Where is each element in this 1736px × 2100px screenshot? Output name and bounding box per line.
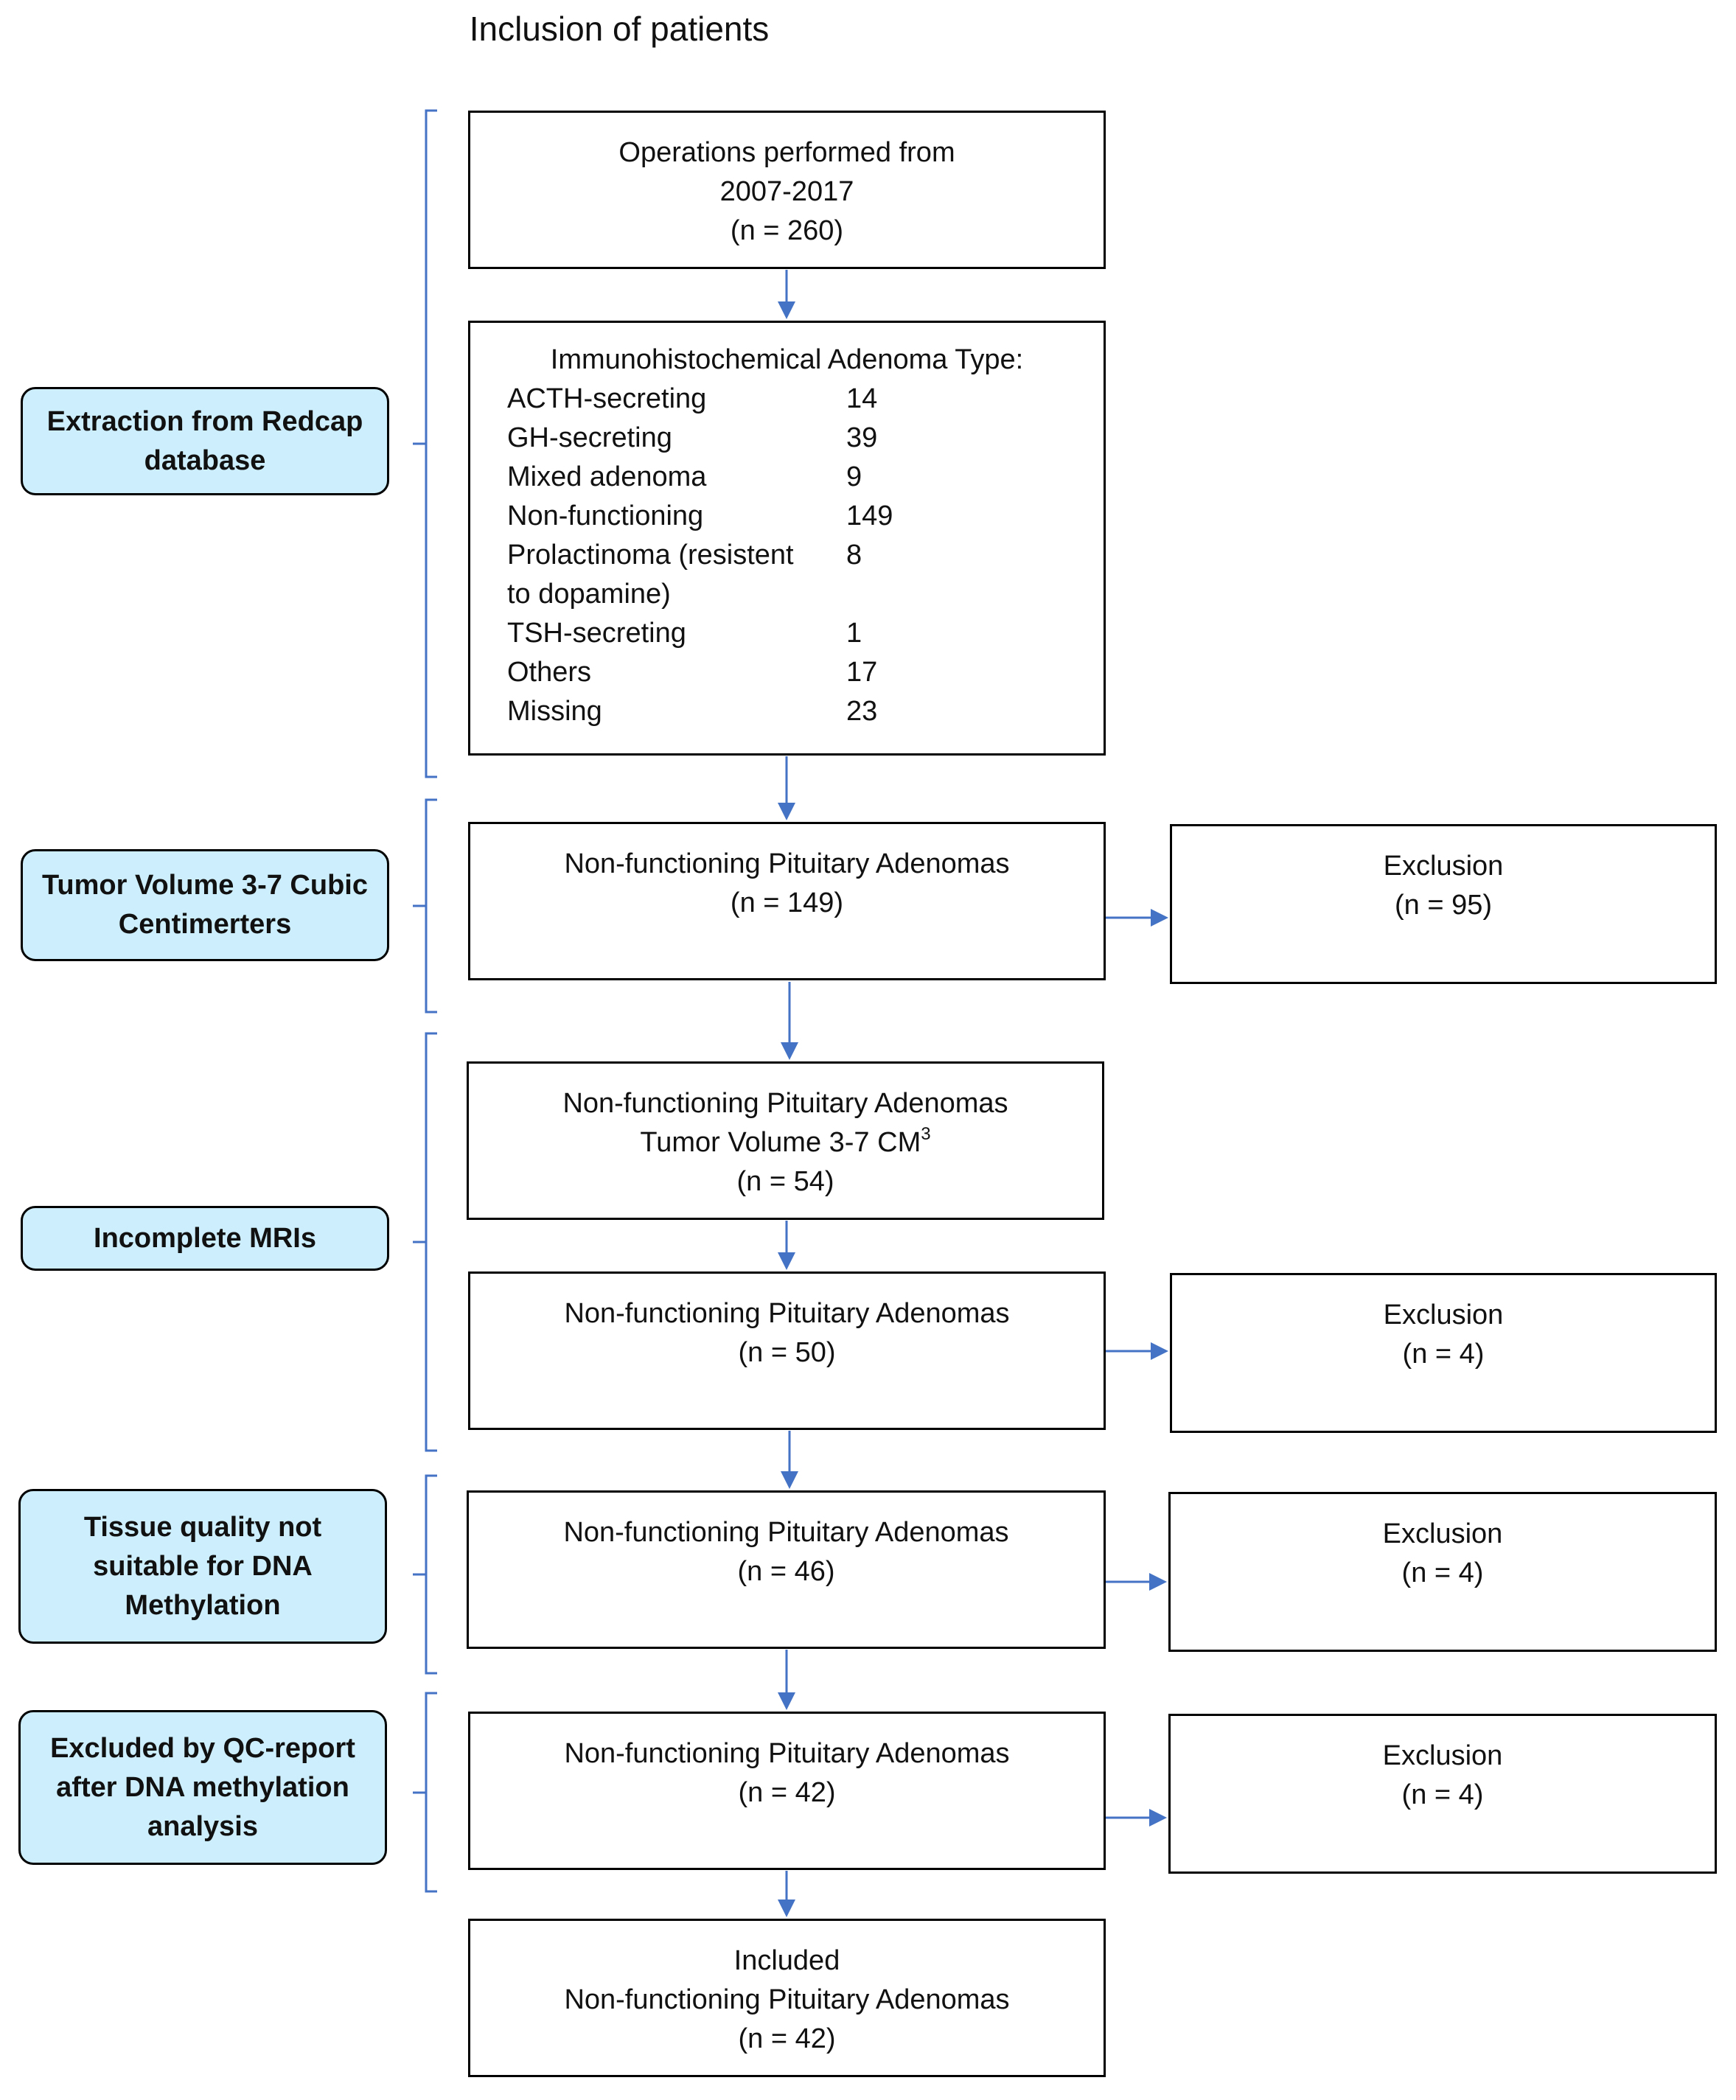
bracket-tissue (413, 1474, 437, 1675)
exclusion-4-qc-box: Exclusion (n = 4) (1168, 1714, 1717, 1874)
side-label-incomplete-mris: Incomplete MRIs (21, 1206, 389, 1271)
nfpa-149-box: Non-functioning Pituitary Adenomas (n = … (468, 822, 1106, 980)
bracket-redcap (413, 109, 437, 778)
diagram-title: Inclusion of patients (469, 10, 770, 48)
nfpa-46-box: Non-functioning Pituitary Adenomas (n = … (467, 1490, 1106, 1649)
exclusion-95-box: Exclusion (n = 95) (1170, 824, 1717, 984)
included-box: Included Non-functioning Pituitary Adeno… (468, 1919, 1106, 2077)
ihc-row: to dopamine) (507, 579, 671, 610)
exclusion-4-tissue-box: Exclusion (n = 4) (1168, 1492, 1717, 1652)
bracket-volume (413, 798, 437, 1014)
nfpa-54-box: Non-functioning Pituitary Adenomas Tumor… (467, 1061, 1104, 1220)
ihc-title: Immunohistochemical Adenoma Type: (550, 344, 1024, 375)
bracket-qc (413, 1692, 437, 1893)
bracket-mri (413, 1032, 437, 1452)
exclusion-4-mri-box: Exclusion (n = 4) (1170, 1273, 1717, 1433)
nfpa-50-box: Non-functioning Pituitary Adenomas (n = … (468, 1271, 1106, 1430)
operations-box: Operations performed from 2007-2017 (n =… (468, 111, 1106, 269)
nfpa-42-box: Non-functioning Pituitary Adenomas (n = … (468, 1712, 1106, 1870)
ihc-type-box: Immunohistochemical Adenoma Type: ACTH-s… (468, 321, 1106, 756)
